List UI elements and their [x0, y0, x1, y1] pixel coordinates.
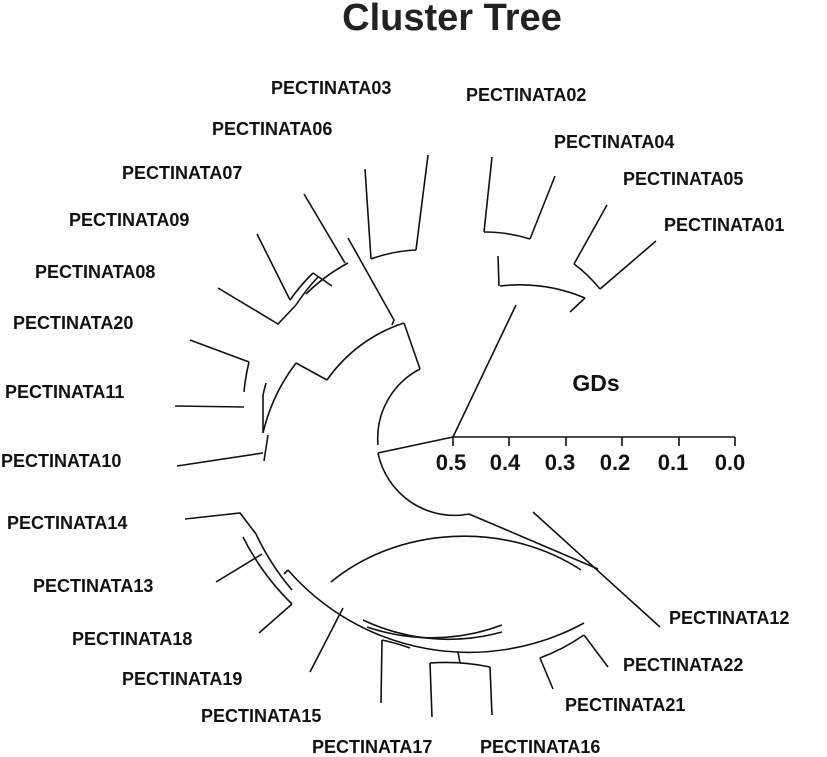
leaf-label: PECTINATA04 — [554, 132, 674, 152]
leaf-label: PECTINATA16 — [480, 737, 600, 757]
branch — [415, 154, 429, 251]
branch — [305, 262, 349, 295]
branch-group-lower — [184, 452, 661, 718]
scale-title: GDs — [572, 370, 619, 396]
branch — [452, 304, 517, 438]
dendrogram — [174, 154, 661, 718]
branch — [380, 639, 383, 704]
leaf-label: PECTINATA08 — [35, 262, 155, 282]
branch — [583, 634, 609, 668]
branch — [258, 603, 293, 634]
branch — [303, 193, 346, 264]
branch — [483, 231, 531, 240]
leaf-label: PECTINATA18 — [72, 629, 192, 649]
branch — [539, 634, 585, 659]
branch — [573, 204, 608, 265]
branch — [295, 276, 319, 306]
branch — [330, 535, 582, 583]
scale-tick-label: 0.5 — [436, 450, 467, 475]
leaf-label: PECTINATA19 — [122, 669, 242, 689]
leaf-label: PECTINATA13 — [33, 576, 153, 596]
leaf-label: PECTINATA01 — [664, 215, 784, 235]
branch — [370, 249, 417, 260]
branch — [262, 382, 267, 396]
leaf-label: PECTINATA20 — [13, 313, 133, 333]
branch — [573, 263, 601, 290]
branch — [529, 175, 556, 240]
leaf-label: PECTINATA17 — [312, 737, 432, 757]
branch — [483, 156, 493, 233]
branch — [489, 666, 493, 716]
leaf-label: PECTINATA14 — [7, 513, 127, 533]
branch — [539, 657, 554, 690]
branch — [283, 569, 289, 575]
branch — [457, 651, 461, 664]
leaf-label: PECTINATA21 — [565, 695, 685, 715]
branch — [497, 255, 500, 287]
leaf-label: PECTINATA03 — [271, 78, 391, 98]
branch — [176, 452, 264, 467]
scale-tick-label: 0.4 — [490, 450, 521, 475]
branch — [377, 452, 470, 517]
branch — [174, 405, 245, 408]
branch — [376, 368, 421, 446]
scale-tick-label: 0.0 — [715, 450, 746, 475]
leaf-label: PECTINATA05 — [623, 169, 743, 189]
leaf-label: PECTINATA22 — [623, 655, 743, 675]
branch — [429, 662, 433, 718]
leaf-label: PECTINATA09 — [69, 210, 189, 230]
leaf-label: PECTINATA12 — [669, 608, 789, 628]
branch-group-upper-right — [452, 156, 657, 438]
scale-tick-label: 0.3 — [545, 450, 576, 475]
leaf-label: PECTINATA11 — [5, 382, 124, 402]
branch — [312, 272, 333, 287]
branch — [309, 607, 344, 673]
branch — [243, 361, 250, 393]
branch — [326, 322, 405, 381]
branch — [532, 511, 661, 628]
scale-tick-label: 0.2 — [600, 450, 631, 475]
leaf-labels: PECTINATA01 PECTINATA05 PECTINATA04 PECT… — [1, 78, 789, 757]
branch — [255, 533, 293, 591]
leaf-label: PECTINATA06 — [212, 119, 332, 139]
branch — [429, 661, 491, 668]
distance-scale: GDs 0.5 0.4 0.3 0.2 0.1 0.0 — [436, 370, 746, 475]
branch — [217, 287, 297, 326]
scale-tick-label: 0.1 — [658, 450, 689, 475]
branch — [347, 237, 395, 326]
leaf-label: PECTINATA02 — [466, 85, 586, 105]
branch — [287, 569, 585, 654]
branch — [263, 434, 269, 462]
leaf-label: PECTINATA07 — [122, 163, 242, 183]
branch — [403, 322, 421, 370]
branch — [499, 284, 586, 299]
leaf-label: PECTINATA10 — [1, 451, 121, 471]
branch — [295, 362, 328, 381]
branch — [189, 339, 250, 363]
branch — [468, 513, 599, 570]
branch — [377, 436, 454, 454]
branch — [242, 536, 293, 605]
branch — [256, 233, 291, 301]
chart-title: Cluster Tree — [342, 0, 562, 39]
branch — [569, 297, 586, 313]
branch — [599, 240, 657, 290]
branch — [364, 168, 372, 260]
branch — [215, 553, 263, 583]
leaf-label: PECTINATA15 — [201, 706, 321, 726]
branch — [262, 362, 297, 434]
branch — [366, 624, 503, 639]
branch-group-upper-left — [174, 154, 454, 467]
branch — [184, 512, 257, 535]
